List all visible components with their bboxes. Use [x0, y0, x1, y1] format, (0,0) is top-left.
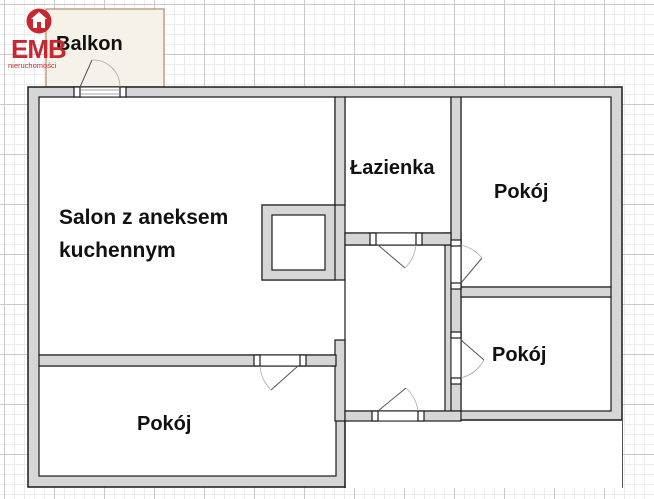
- bedroom-mid-right: [460, 296, 612, 412]
- label-bedroom-mid-right: Pokój: [492, 344, 546, 366]
- label-living-line1: Salon z aneksem: [59, 206, 228, 229]
- openings: [73, 59, 485, 422]
- bedroom-top-right: [460, 96, 612, 288]
- logo-tagline: nieruchomości: [8, 61, 57, 70]
- corridor: [344, 244, 446, 412]
- label-living-line2: kuchennym: [59, 239, 176, 262]
- label-bedroom-bottom-left: Pokój: [137, 413, 191, 435]
- label-balcony: Balkon: [56, 33, 123, 55]
- house-icon: [26, 8, 52, 34]
- brand-logo: EMB nieruchomości: [8, 6, 68, 72]
- label-bedroom-top-right: Pokój: [494, 181, 548, 203]
- shaft-inner: [271, 214, 326, 271]
- rooms: [38, 96, 612, 477]
- logo-brand: EMB: [11, 34, 67, 64]
- balcony-area: [45, 8, 165, 88]
- bathroom: [344, 96, 452, 234]
- label-bathroom: Łazienka: [350, 157, 435, 179]
- bedroom-bottom-left: [38, 365, 337, 477]
